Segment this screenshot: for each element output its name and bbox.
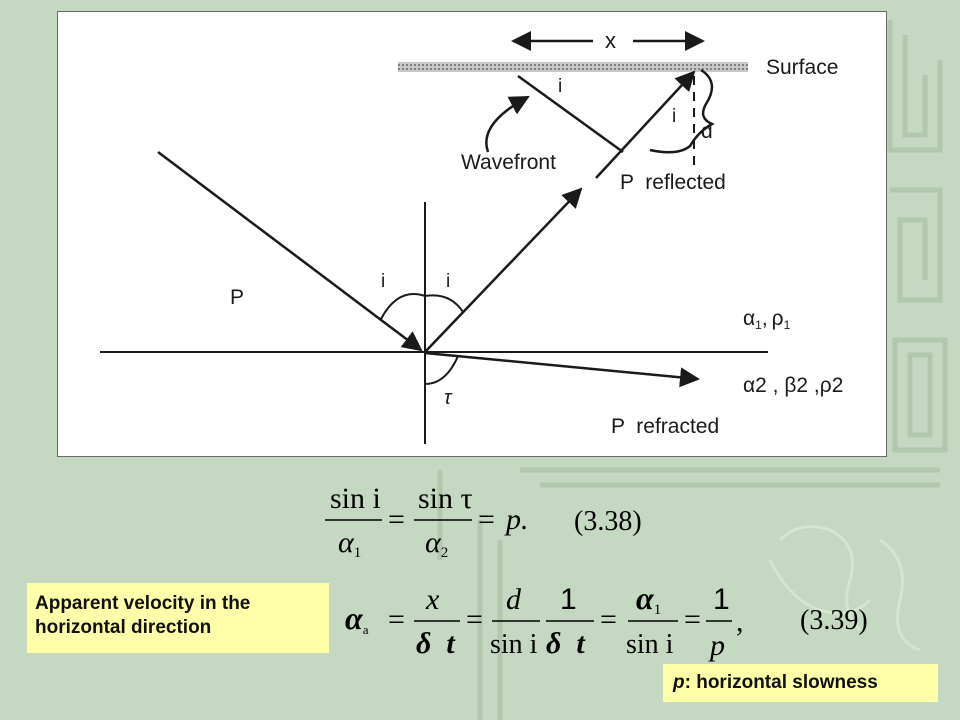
x-label: x: [605, 28, 616, 53]
wavefront-line: [517, 74, 624, 154]
eq339-comma: ,: [736, 605, 744, 638]
eq339-p: p: [708, 629, 725, 662]
eq338-sin-tau: sin τ: [418, 482, 473, 515]
medium2-properties: α2 , β2 ,ρ2: [743, 374, 843, 397]
eq339-equals-4: =: [684, 603, 701, 636]
eq339-delta-t-1: δ t: [416, 627, 456, 660]
eq339-equals-3: =: [600, 603, 617, 636]
reflection-angle-label: i: [446, 271, 450, 292]
eq338-alpha1: α1: [338, 526, 361, 561]
medium1-properties: α1,ρ1: [743, 307, 791, 332]
reflection-refraction-figure: Surface x P P reflected P refracted Wave…: [57, 11, 887, 457]
apparent-velocity-note: Apparent velocity in the horizontal dire…: [27, 583, 329, 653]
incidence-angle-arc: [380, 293, 426, 320]
eq339-one-2: 1: [713, 583, 730, 616]
eq339-equals-2: =: [466, 603, 483, 636]
tau-label: τ: [444, 387, 453, 409]
eq338-alpha2: α2: [425, 526, 448, 561]
refracted-ray: [424, 351, 700, 388]
slowness-text: : horizontal slowness: [684, 672, 878, 693]
horizontal-slowness-note: p: horizontal slowness: [663, 664, 938, 702]
slowness-symbol: p: [673, 672, 685, 693]
eq339-sin-i-1: sin i: [490, 629, 538, 660]
reflected-p-label: P reflected: [620, 171, 726, 194]
eq339-d: d: [506, 583, 522, 616]
d-brace: [649, 68, 715, 154]
velocity-note-line1: Apparent velocity in the: [35, 593, 251, 614]
surface-angle-label: i: [672, 106, 676, 127]
eq339-delta-t-2: δ t: [546, 627, 586, 660]
eq339-x: x: [425, 583, 440, 616]
surface-label: Surface: [766, 56, 838, 79]
eq339-alpha-a: αa: [345, 600, 369, 637]
refracted-p-label: P refracted: [611, 415, 719, 438]
reflected-ray-lower: [424, 187, 583, 353]
refraction-angle-arc: [424, 355, 459, 385]
eq339-alpha1: α1: [636, 580, 661, 618]
eq338-p: p.: [504, 503, 529, 536]
incidence-angle-label: i: [381, 271, 385, 292]
reflection-angle-arc: [424, 294, 464, 313]
eq339-sin-i-2: sin i: [626, 629, 674, 660]
eq339-one-1: 1: [560, 583, 577, 616]
eq339-number: (3.39): [800, 605, 868, 636]
wavefront-label: Wavefront: [461, 151, 556, 174]
equation-3-39: αa = x δ t = d sin i 1 δ t = α1 sin i = …: [345, 580, 868, 662]
ray-diagram: Surface x P P reflected P refracted Wave…: [100, 28, 843, 444]
incident-p-label: P: [230, 286, 244, 309]
eq339-equals-1: =: [388, 603, 405, 636]
reflected-ray-upper: [595, 70, 696, 179]
eq338-number: (3.38): [574, 506, 642, 537]
velocity-note-line2: horizontal direction: [35, 617, 212, 638]
eq338-equals-1: =: [388, 503, 405, 536]
equation-3-38: sin i α1 = sin τ α2 = p. (3.38): [325, 482, 642, 561]
d-label: d: [701, 120, 713, 143]
wavefront-angle-label: i: [558, 76, 562, 97]
wavefront-pointer: [485, 95, 530, 153]
eq338-equals-2: =: [478, 503, 495, 536]
free-surface: [398, 62, 748, 72]
eq338-sin-i: sin i: [330, 482, 381, 515]
incident-ray: [157, 151, 423, 352]
